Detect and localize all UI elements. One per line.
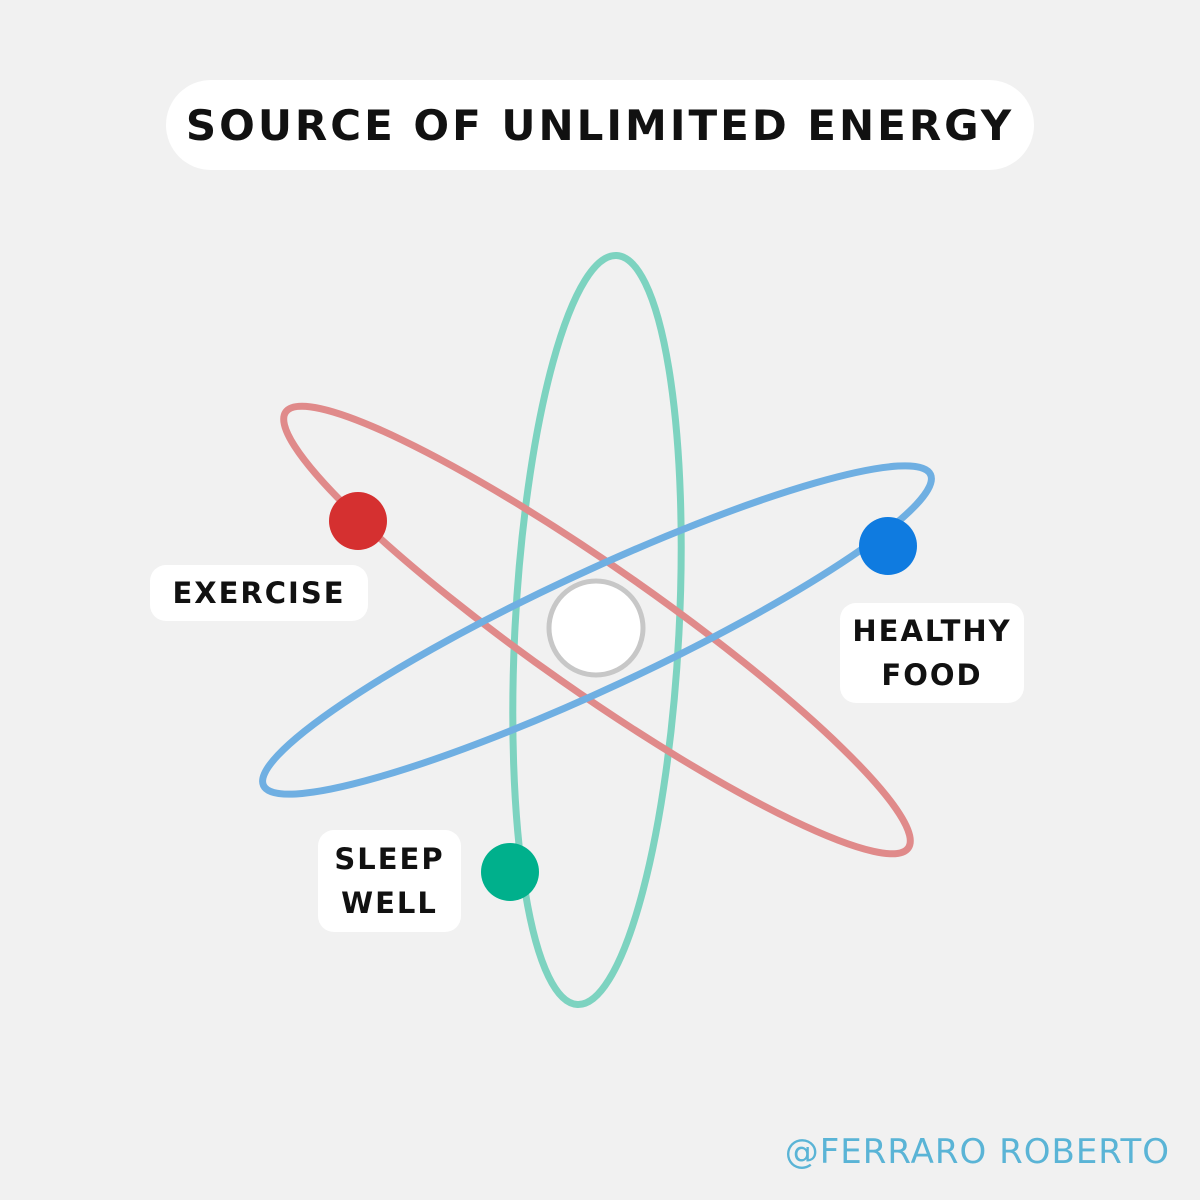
orbit-sleep-well <box>509 251 685 1009</box>
author-watermark: @FERRARO ROBERTO <box>784 1132 1170 1172</box>
exercise-label-text: EXERCISE <box>172 576 346 610</box>
exercise-electron <box>329 492 387 550</box>
healthy-food-electron <box>859 517 917 575</box>
nucleus <box>546 578 646 678</box>
sleep-well-label-line2: WELL <box>341 886 438 920</box>
sleep-well-label: SLEEP WELL <box>318 830 461 932</box>
orbit-healthy-food <box>259 462 935 798</box>
sleep-well-electron <box>481 843 539 901</box>
sleep-well-label-line1: SLEEP <box>334 842 445 876</box>
healthy-food-label-line2: FOOD <box>881 658 983 692</box>
healthy-food-label: HEALTHY FOOD <box>840 603 1024 703</box>
orbit-exercise <box>280 402 914 858</box>
exercise-label: EXERCISE <box>150 565 368 621</box>
title-banner: SOURCE OF UNLIMITED ENERGY <box>166 80 1034 170</box>
healthy-food-label-line1: HEALTHY <box>852 614 1012 648</box>
page-title: SOURCE OF UNLIMITED ENERGY <box>185 100 1015 150</box>
